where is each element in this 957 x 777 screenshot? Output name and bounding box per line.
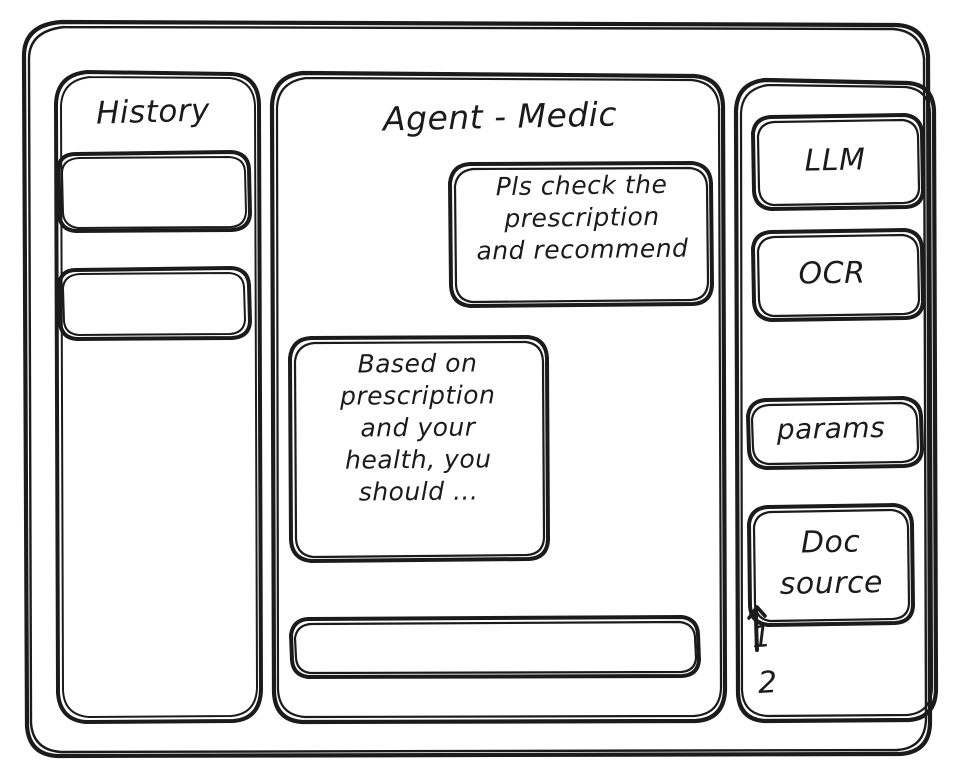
user-message-bubble-outline (448, 161, 714, 308)
agent-panel (269, 70, 728, 725)
tools-panel (733, 77, 939, 724)
assistant-message-bubble (290, 337, 548, 561)
tool-ocr-outline (751, 228, 925, 322)
app-window-frame (21, 19, 933, 759)
tool-llm[interactable] (753, 115, 923, 209)
user-message-bubble (450, 163, 712, 306)
history-item-1-outline (56, 150, 252, 233)
tool-ocr[interactable] (753, 230, 923, 320)
history-panel (54, 70, 263, 724)
tool-doc-source[interactable] (749, 505, 913, 625)
tool-params[interactable] (748, 398, 922, 468)
tool-doc-source-outline (747, 503, 915, 627)
composer-input[interactable] (291, 617, 699, 677)
history-item-2[interactable] (59, 268, 250, 339)
composer-input-outline (289, 615, 701, 679)
tool-params-outline (746, 396, 924, 470)
assistant-message-bubble-outline (288, 335, 550, 563)
doc-source-connector (747, 605, 767, 652)
history-item-1[interactable] (58, 152, 250, 231)
history-item-2-outline (57, 266, 252, 341)
tool-llm-outline (751, 113, 925, 211)
